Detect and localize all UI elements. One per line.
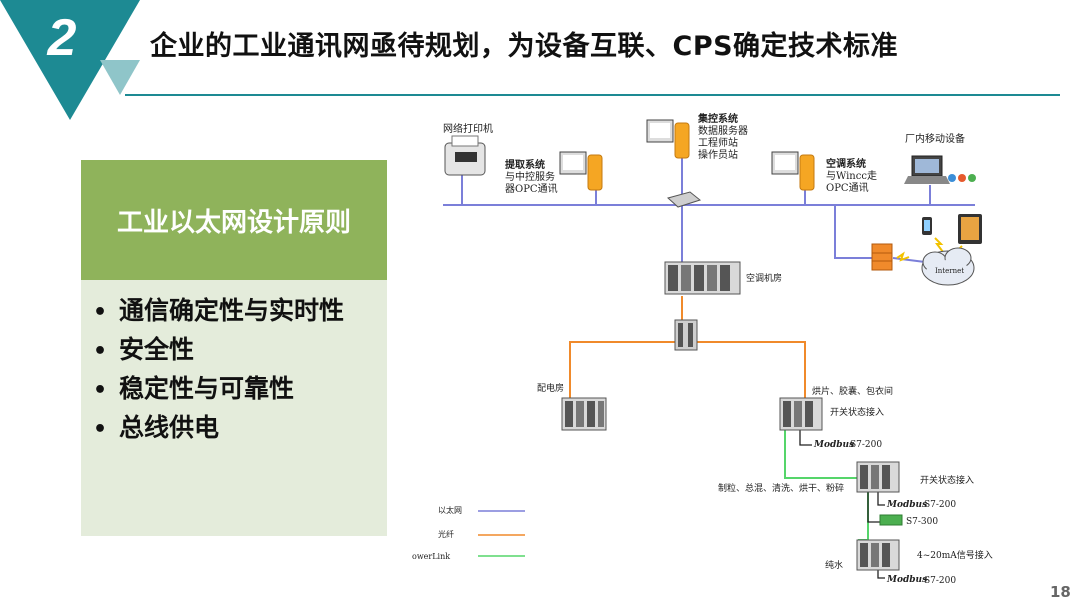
- svg-text:Modbus: Modbus: [886, 500, 927, 510]
- workstation-icon: [559, 151, 603, 191]
- network-switch-icon: [666, 191, 702, 208]
- principle-item: •通信确定性与实时性: [93, 296, 345, 325]
- central-control-label: 集控系统 数据服务器 工程师站 操作员站: [697, 112, 751, 161]
- extract-system-label: 提取系统 与中控服务 器OPC通讯: [505, 158, 558, 195]
- svg-text:Modbus: Modbus: [886, 575, 927, 585]
- app-icons: [948, 174, 976, 182]
- switch-input-label: 开关状态接入: [920, 474, 974, 486]
- workstation-icon: [646, 119, 690, 159]
- modbus-logo: Modbus: [812, 438, 854, 450]
- plc-rack-icon: [856, 539, 900, 571]
- modbus-logo: Modbus: [885, 573, 927, 585]
- title-divider: [125, 94, 1060, 96]
- page-title: 企业的工业通讯网亟待规划，为设备互联、CPS确定技术标准: [150, 31, 899, 62]
- signal-input-label: 4~20mA信号接入: [917, 549, 993, 561]
- printer-label: 网络打印机: [443, 122, 493, 135]
- badge-number: 2: [47, 9, 77, 67]
- s7-300-label: S7-300: [906, 517, 938, 527]
- s7-300-module-icon: [879, 514, 903, 526]
- prep-area-label: 制粒、总混、清洗、烘干、粉碎: [718, 482, 844, 494]
- laptop-icon: [904, 155, 950, 184]
- s7-200-label: S7-200: [924, 500, 956, 510]
- principles-heading: 工业以太网设计原则: [116, 207, 351, 238]
- svg-text:Modbus: Modbus: [813, 440, 854, 450]
- legend-ethernet-label: 以太网: [438, 505, 462, 515]
- legend: 以太网 光纤 owerLink: [412, 505, 525, 561]
- aircon-system-label: 空调系统 与Wincc走 OPC通讯: [826, 157, 880, 194]
- legend-powerlink-label: owerLink: [412, 552, 450, 561]
- power-room-label: 配电房: [537, 382, 564, 394]
- phone-icon: [922, 217, 932, 235]
- s7-200-label: S7-200: [924, 576, 956, 586]
- pure-water-label: 纯水: [825, 559, 843, 571]
- wireless-icon: [896, 251, 910, 262]
- workshop-label: 烘片、胶囊、包衣间: [812, 385, 893, 397]
- principles-panel: •通信确定性与实时性 •安全性 •稳定性与可靠性 •总线供电: [81, 280, 387, 536]
- internet-cloud-icon: [921, 247, 975, 286]
- page-number: 18: [1050, 583, 1071, 601]
- principle-item: •安全性: [93, 335, 195, 364]
- plc-rack-icon: [664, 261, 741, 295]
- internet-label: Internet: [935, 267, 964, 275]
- network-diagram: 网络打印机 提取系统 与中控服务 器OPC通讯 集控系统 数据服务器 工程师站 …: [412, 112, 993, 586]
- section-badge: 2: [0, 0, 140, 120]
- modbus-logo: Modbus: [885, 498, 927, 510]
- principles-list: •通信确定性与实时性 •安全性 •稳定性与可靠性 •总线供电: [81, 280, 387, 448]
- badge-triangle: [0, 0, 140, 120]
- plc-rack-icon: [561, 397, 607, 431]
- printer-icon: [444, 135, 486, 176]
- legend-fiber-label: 光纤: [438, 529, 454, 539]
- principles-header: 工业以太网设计原则: [81, 160, 387, 280]
- mobile-devices-label: 厂内移动设备: [905, 132, 965, 145]
- principle-item: •总线供电: [93, 413, 220, 442]
- principle-item: •稳定性与可靠性: [93, 374, 295, 403]
- ethernet-links: [443, 158, 975, 263]
- plc-rack-icon: [856, 461, 900, 493]
- wireless-icon: [934, 237, 944, 253]
- firewall-icon: [871, 243, 893, 271]
- plc-rack-icon: [779, 397, 823, 431]
- badge-small-triangle: [100, 60, 140, 95]
- workstation-icon: [771, 151, 815, 191]
- tablet-icon: [958, 214, 982, 244]
- s7-200-label: S7-200: [850, 440, 882, 450]
- fiber-converter-icon: [674, 319, 698, 351]
- switch-input-label: 开关状态接入: [830, 406, 884, 418]
- aircon-room-label: 空调机房: [746, 272, 782, 284]
